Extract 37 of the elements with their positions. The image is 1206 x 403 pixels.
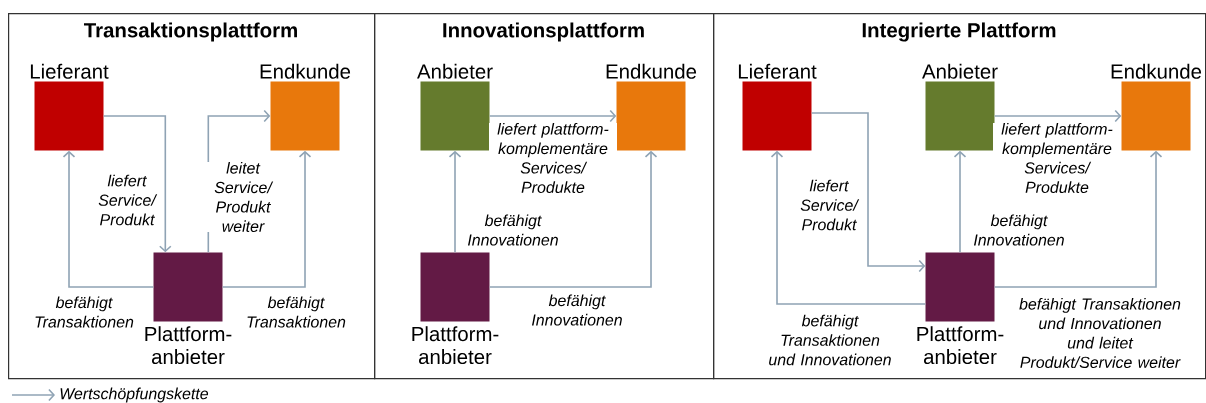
edge-label: befähigt Transaktionen: [28, 296, 140, 328]
panel-title: Transaktionsplattform: [84, 22, 297, 42]
arrow: [221, 150, 312, 288]
actor-label: Lieferant: [30, 63, 109, 79]
arrow: [488, 109, 617, 123]
panel-title: Integrierte Plattform: [862, 22, 1056, 42]
edge-label: liefert plattform- komplementäre Services/ Produkte: [489, 123, 617, 193]
edge-label: liefert Service/ Produkt: [793, 179, 865, 231]
actor-label: Endkunde: [260, 63, 351, 79]
arrow: [102, 115, 172, 253]
actor-label: Endkunde: [1111, 63, 1202, 79]
actor-label: Plattform- anbieter: [412, 326, 499, 365]
arrow: [62, 150, 155, 288]
arrow: [488, 150, 658, 288]
actor-label: Anbieter: [922, 63, 998, 79]
actor-label: Anbieter: [417, 63, 493, 79]
actor-label: Plattform- anbieter: [145, 326, 232, 365]
actor-label: Endkunde: [606, 63, 697, 79]
arrow: [993, 109, 1122, 123]
edge-label: befähigt Innovationen: [457, 214, 569, 246]
edge-label: leitet Service/ Produkt weiter: [207, 162, 279, 232]
actor-label: Lieferant: [738, 63, 817, 79]
edge-label: befähigt Transaktionen: [240, 296, 352, 328]
arrow: [448, 150, 462, 254]
edge-label: befähigt Innovationen: [963, 214, 1075, 246]
edge-label: liefert Service/ Produkt: [91, 174, 163, 226]
actor-label: Plattform- anbieter: [917, 326, 1004, 365]
arrow: [993, 150, 1163, 288]
edge-label: befähigt Innovationen: [521, 294, 633, 326]
edge-label: liefert plattform- komplementäre Services/ Produkte: [993, 123, 1121, 193]
edge-label: befähigt Transaktionen und Innovationen und leitet Produkt/Service weiter: [1012, 298, 1188, 368]
panel-title: Innovationsplattform: [443, 22, 644, 42]
arrow: [953, 150, 967, 254]
edge-label: befähigt Transaktionen und Innovationen: [763, 314, 897, 366]
arrow: [810, 112, 926, 273]
arrow: [770, 150, 927, 305]
legend-label: Wertschöpfungskette: [60, 387, 209, 403]
